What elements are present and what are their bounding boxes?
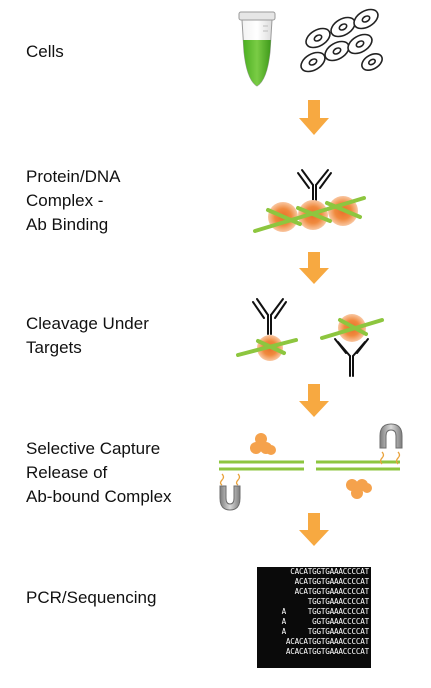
down-arrow-icon [299,100,329,135]
sequencing-read: A GGTGAAACCCCAT [281,617,370,626]
step-label-pcr-sequencing: PCR/Sequencing [26,588,157,607]
sequencing-read: TGGTGAAACCCCAT [307,597,369,606]
sequencing-read: A TGGTGAAACCCCAT [281,607,370,616]
magnet-icon [379,423,403,465]
sequencing-read: ACACATGGTGAAACCCCAT [285,637,369,646]
dna-track [219,460,400,471]
tube-icon [238,11,276,87]
sequencing-read: CACATGGTGAAACCCCAT [290,567,369,576]
dna-fragment [320,318,384,340]
sequencing-read: ACATGGTGAAACCCCAT [294,587,370,596]
step-label-capture-release: Selective Capture Release of Ab-bound Co… [26,439,172,506]
step-label-cleavage: Cleavage Under Targets [26,314,149,357]
magnet-icon [219,473,241,511]
sequencing-read: ACACATGGTGAAACCCCAT [285,647,369,656]
step-label-cells: Cells [26,42,64,61]
sequencing-reads-panel: CACATGGTGAAACCCCAT ACATGGTGAAACCCCAT ACA… [257,567,371,668]
down-arrow-icon [299,384,329,417]
antibody-icon [252,298,287,335]
step-label-ab-binding: Protein/DNA Complex - Ab Binding [26,167,121,234]
down-arrow-icon [299,513,329,546]
down-arrow-icon [299,252,329,284]
nucleosome-cluster-icon [250,433,276,455]
dna-strand [253,196,366,233]
sequencing-read: ACATGGTGAAACCCCAT [294,577,370,586]
antibody-icon [297,169,332,205]
dna-fragment [236,338,298,357]
sequencing-read: A TGGTGAAACCCCAT [281,627,370,636]
nucleosome-cluster-icon [346,479,372,499]
cells-icon [300,8,383,73]
antibody-icon [334,338,369,377]
